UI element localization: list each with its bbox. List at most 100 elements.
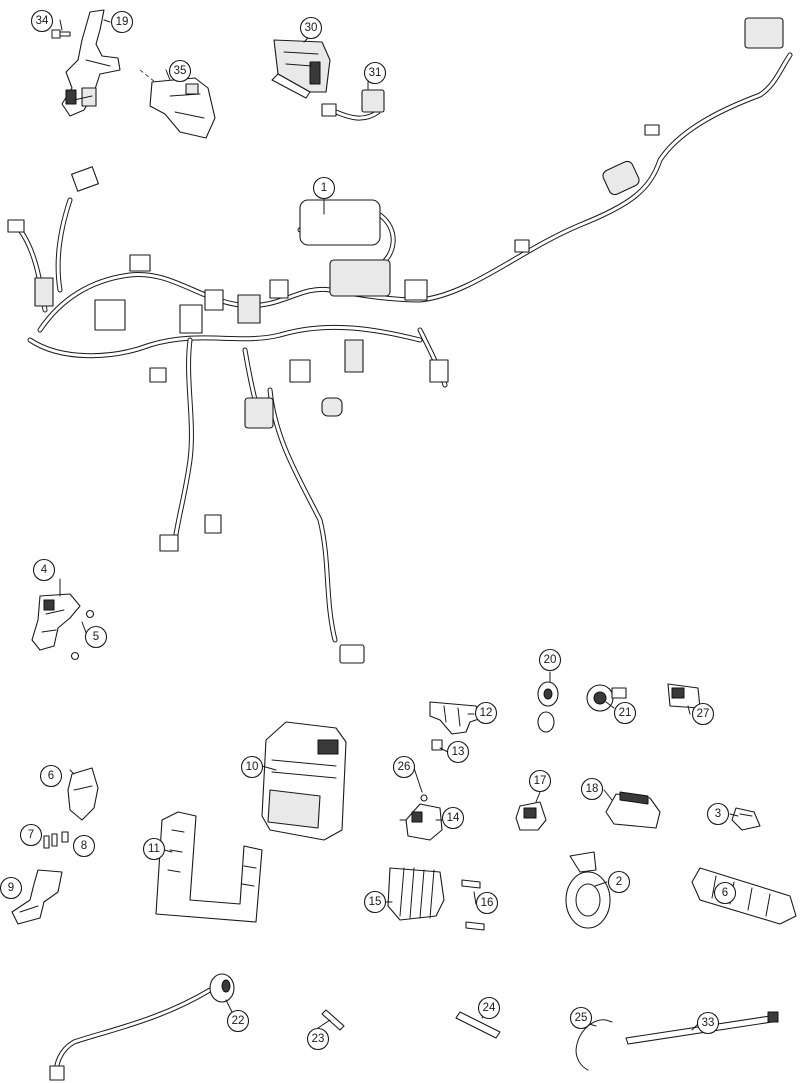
callout-27: 27 <box>691 702 715 726</box>
callout-label: 2 <box>616 876 622 888</box>
callout-label: 33 <box>702 1017 715 1029</box>
callout-label: 17 <box>534 775 547 787</box>
callout-label: 4 <box>41 564 48 576</box>
callout-21: 21 <box>613 701 637 725</box>
pins-7-8 <box>43 831 69 849</box>
callout-26: 26 <box>392 755 416 779</box>
callout-24: 24 <box>477 996 501 1020</box>
callout-label: 3 <box>715 808 721 820</box>
screw-5b <box>70 651 80 661</box>
module-18 <box>605 791 661 829</box>
connector-housing-6 <box>67 767 99 821</box>
callout-2: 2 <box>607 870 631 894</box>
bracket-9 <box>11 869 63 925</box>
callout-label: 1 <box>321 182 327 194</box>
callout-label: 6 <box>48 770 54 782</box>
callout-label: 34 <box>36 15 49 27</box>
callout-1: 1 <box>312 176 336 200</box>
sensor-cable-22 <box>49 973 235 1081</box>
callout-20: 20 <box>538 648 562 672</box>
connector-block-6 <box>691 867 797 925</box>
callout-label: 19 <box>116 16 129 28</box>
callout-label: 35 <box>174 65 187 77</box>
callout-4: 4 <box>32 558 56 582</box>
callout-10: 10 <box>240 755 264 779</box>
relay-17 <box>515 801 547 831</box>
callout-11: 11 <box>142 837 166 861</box>
callout-6-right: 6 <box>713 881 737 905</box>
callout-16: 16 <box>475 891 499 915</box>
callout-label: 20 <box>544 654 557 666</box>
callout-label: 10 <box>246 761 259 773</box>
callout-13: 13 <box>446 740 470 764</box>
relay-14 <box>399 803 443 841</box>
fuse-13 <box>431 739 443 751</box>
callout-label: 25 <box>575 1012 588 1024</box>
callout-23: 23 <box>306 1027 330 1051</box>
screw-34 <box>51 29 71 39</box>
callout-label: 9 <box>8 882 14 894</box>
callout-7: 7 <box>19 823 43 847</box>
callout-label: 12 <box>480 707 493 719</box>
ecu-10 <box>261 721 347 841</box>
callout-label: 27 <box>697 708 710 720</box>
connector-3 <box>731 807 761 831</box>
main-wiring-harness <box>7 17 793 664</box>
callout-17: 17 <box>528 769 552 793</box>
regulator-15 <box>387 867 445 921</box>
callout-label: 23 <box>312 1033 325 1045</box>
callout-8: 8 <box>72 834 96 858</box>
callout-label: 30 <box>305 22 318 34</box>
callout-31: 31 <box>363 61 387 85</box>
callout-label: 6 <box>722 887 728 899</box>
callout-label: 5 <box>93 631 99 643</box>
callout-3: 3 <box>706 802 730 826</box>
callout-12: 12 <box>474 701 498 725</box>
callout-label: 18 <box>586 783 599 795</box>
callout-5: 5 <box>84 625 108 649</box>
callout-25: 25 <box>569 1006 593 1030</box>
screw-26 <box>420 794 428 802</box>
wire-clip-25 <box>575 1019 613 1071</box>
callout-19: 19 <box>110 10 134 34</box>
bolt-16a <box>461 879 481 889</box>
callout-label: 22 <box>232 1015 245 1027</box>
callout-label: 15 <box>369 896 382 908</box>
callout-label: 26 <box>398 761 411 773</box>
connector-31 <box>321 89 385 121</box>
clip-12 <box>429 701 483 735</box>
cable-tie-33 <box>625 1011 779 1045</box>
callout-label: 21 <box>619 707 632 719</box>
callout-label: 7 <box>28 829 34 841</box>
callout-6-left: 6 <box>39 764 63 788</box>
callout-33: 33 <box>696 1011 720 1035</box>
callout-label: 31 <box>369 67 382 79</box>
tool-24 <box>455 1011 501 1039</box>
screw-5a <box>85 609 95 619</box>
bolt-16b <box>465 921 485 931</box>
callout-30: 30 <box>299 16 323 40</box>
callout-9: 9 <box>0 876 23 900</box>
bracket-35 <box>149 77 216 139</box>
holder-4 <box>31 593 81 651</box>
switch-27 <box>667 683 701 709</box>
callout-18: 18 <box>580 777 604 801</box>
horn-2 <box>565 851 611 929</box>
callout-label: 16 <box>481 897 494 909</box>
callout-15: 15 <box>363 890 387 914</box>
socket-21 <box>586 684 627 712</box>
callout-34: 34 <box>30 9 54 33</box>
socket-cap-20 <box>537 681 559 733</box>
callout-label: 11 <box>148 843 160 855</box>
pin-23 <box>321 1009 345 1031</box>
callout-22: 22 <box>226 1009 250 1033</box>
callout-label: 14 <box>447 812 460 824</box>
callout-35: 35 <box>168 59 192 83</box>
callout-14: 14 <box>441 806 465 830</box>
callout-label: 13 <box>452 746 465 758</box>
callout-label: 24 <box>483 1002 496 1014</box>
bracket-assembly-19 <box>61 9 121 117</box>
frame-11 <box>155 811 263 923</box>
control-unit-30 <box>271 39 331 99</box>
